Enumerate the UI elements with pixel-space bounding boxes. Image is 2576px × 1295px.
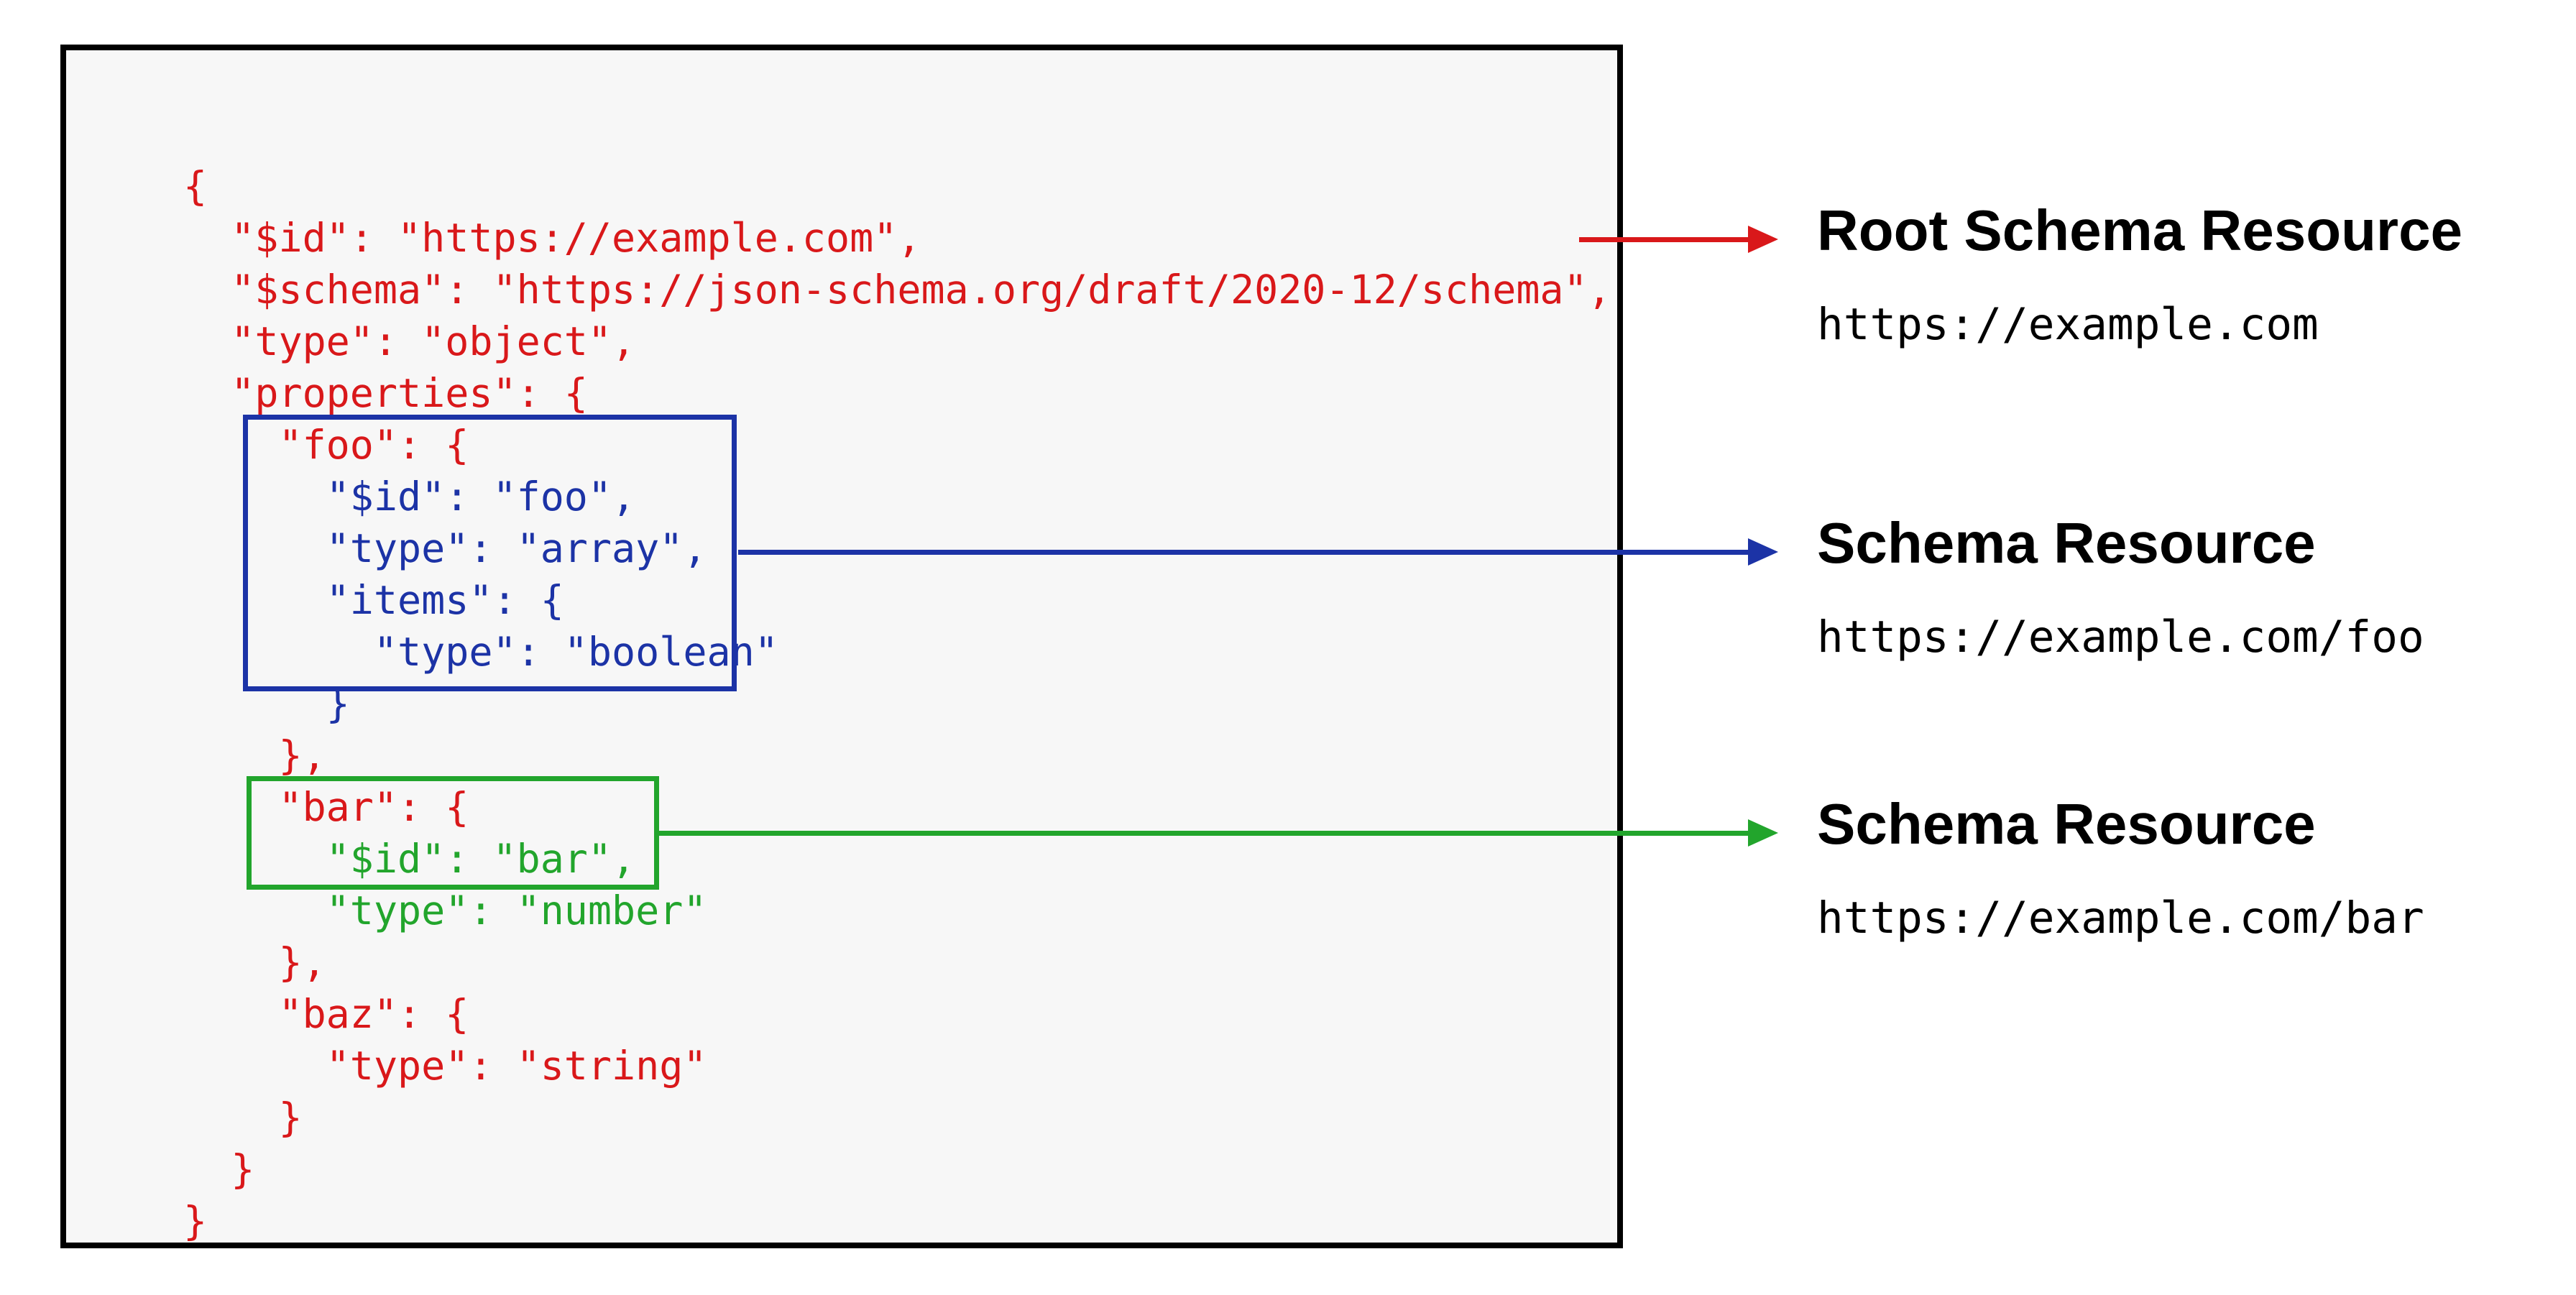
code-line: { — [183, 163, 208, 209]
code-line: "$id": "foo", — [183, 474, 636, 520]
foo-schema-resource-url: https://example.com/foo — [1817, 612, 2424, 663]
foo-schema-resource-outline — [243, 415, 737, 691]
code-line: "type": "object", — [183, 318, 636, 364]
root-schema-resource-url: https://example.com — [1817, 299, 2319, 350]
bar-schema-resource-url: https://example.com/bar — [1817, 893, 2424, 944]
red-arrow-shaft — [1579, 237, 1749, 242]
code-line: } — [183, 1146, 255, 1192]
bar-schema-resource-title: Schema Resource — [1817, 792, 2316, 856]
code-line: "type": "string" — [183, 1043, 707, 1089]
code-line: "$id": "bar", — [183, 836, 636, 882]
code-line: } — [183, 1198, 208, 1244]
code-line: "$id": "https://example.com", — [183, 215, 921, 261]
code-line: "items": { — [183, 577, 564, 623]
foo-schema-resource-title: Schema Resource — [1817, 511, 2316, 575]
code-lines: { "$id": "https://example.com", "$schema… — [183, 160, 1611, 1247]
code-line: } — [183, 1094, 303, 1140]
blue-arrow-head-icon — [1748, 538, 1778, 566]
code-line: }, — [183, 732, 326, 778]
blue-arrow-shaft — [738, 550, 1749, 555]
code-line: "type": "boolean" — [183, 629, 778, 675]
code-line: "foo": { — [183, 422, 469, 468]
red-arrow-head-icon — [1748, 226, 1778, 253]
code-line: "$schema": "https://json-schema.org/draf… — [183, 267, 1611, 313]
code-line: "bar": { — [183, 784, 469, 830]
code-line: "properties": { — [183, 370, 588, 416]
bar-schema-resource-outline — [247, 776, 659, 890]
root-schema-resource-title: Root Schema Resource — [1817, 198, 2463, 262]
schema-code-panel: { "$id": "https://example.com", "$schema… — [60, 45, 1623, 1248]
green-arrow-head-icon — [1748, 819, 1778, 847]
code-line: "type": "array", — [183, 525, 707, 571]
code-line: }, — [183, 939, 326, 985]
code-line: "baz": { — [183, 991, 469, 1037]
code-line: "type": "number" — [183, 888, 707, 934]
green-arrow-shaft — [659, 831, 1749, 836]
